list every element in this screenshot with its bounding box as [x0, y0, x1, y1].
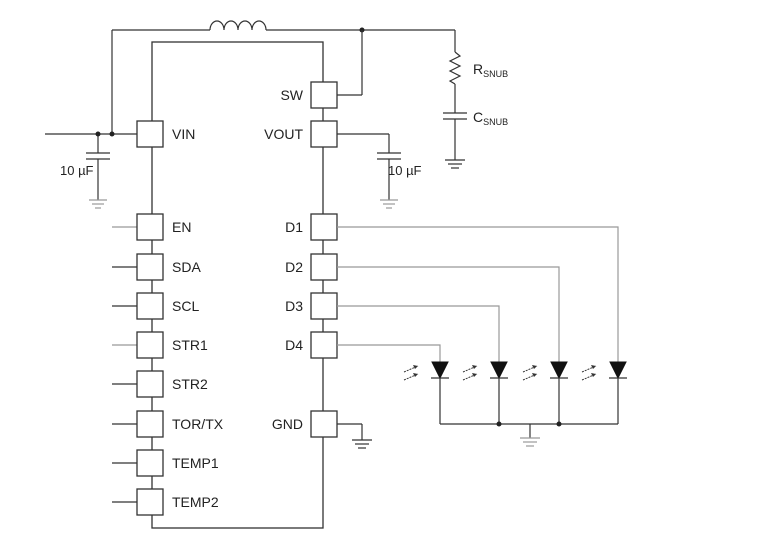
pin-label: TEMP1 — [172, 455, 219, 471]
pin-label: STR1 — [172, 337, 208, 353]
pin-gnd: GND — [272, 410, 338, 438]
pin-vout: VOUT — [264, 120, 338, 148]
pin-box — [136, 213, 164, 241]
pin-label: TOR/TX — [172, 416, 224, 432]
input-capacitor — [86, 152, 110, 200]
pin-str1: STR1 — [112, 331, 208, 359]
pin-box — [136, 292, 164, 320]
sw-wiring — [337, 30, 363, 96]
pin-box — [310, 410, 338, 438]
ground-icon — [380, 199, 398, 209]
junction-dot — [95, 131, 101, 137]
pin-d1: D1 — [285, 213, 338, 241]
junction-dot — [109, 131, 115, 137]
junction-dot — [496, 421, 502, 427]
pin-en: EN — [112, 213, 191, 241]
pin-box — [136, 253, 164, 281]
pin-sw: SW — [280, 81, 338, 109]
pin-label: D2 — [285, 259, 303, 275]
pin-box — [136, 410, 164, 438]
snubber-resistor-label: RSNUB — [473, 61, 508, 79]
pin-label: TEMP2 — [172, 494, 219, 510]
pin-label: SDA — [172, 259, 201, 275]
pin-label: STR2 — [172, 376, 208, 392]
led-icon — [462, 361, 508, 381]
pin-scl: SCL — [112, 292, 199, 320]
led-channel-wiring — [337, 226, 619, 362]
pin-d3: D3 — [285, 292, 338, 320]
pin-box — [136, 370, 164, 398]
pin-tor-tx: TOR/TX — [112, 410, 224, 438]
pin-box — [310, 292, 338, 320]
pin-label: EN — [172, 219, 191, 235]
pin-vin: VIN — [136, 120, 195, 148]
pin-box — [136, 488, 164, 516]
pin-temp1: TEMP1 — [112, 449, 219, 477]
pin-str2: STR2 — [112, 370, 208, 398]
pin-box — [310, 81, 338, 109]
pin-box — [136, 120, 164, 148]
vin-wiring — [45, 30, 137, 153]
led-icon — [522, 361, 568, 381]
pin-box — [310, 213, 338, 241]
pin-label: SCL — [172, 298, 199, 314]
pin-box — [136, 449, 164, 477]
pin-label: VIN — [172, 126, 195, 142]
inductor — [112, 20, 455, 31]
pin-label: SW — [280, 87, 303, 103]
snubber-capacitor-label: CSNUB — [473, 109, 508, 127]
pin-box — [136, 331, 164, 359]
snubber-resistor — [448, 30, 462, 113]
ic-body — [151, 41, 324, 529]
pin-label: D1 — [285, 219, 303, 235]
pin-temp2: TEMP2 — [112, 488, 219, 516]
snubber-capacitor — [443, 112, 467, 160]
pin-label: GND — [272, 416, 303, 432]
led-icon — [403, 361, 449, 381]
junction-dot — [556, 421, 562, 427]
pin-sda: SDA — [112, 253, 201, 281]
led-group — [403, 361, 627, 381]
led-ground-bus — [439, 378, 619, 447]
output-cap-label: 10 µF — [388, 163, 422, 178]
ground-icon — [89, 199, 107, 209]
vout-wiring — [337, 133, 401, 200]
pin-box — [310, 331, 338, 359]
pin-box — [310, 120, 338, 148]
led-icon — [581, 361, 627, 381]
ground-icon — [445, 159, 465, 169]
pin-label: D4 — [285, 337, 303, 353]
input-cap-label: 10 µF — [60, 163, 94, 178]
pin-label: D3 — [285, 298, 303, 314]
gnd-wiring — [337, 423, 372, 449]
pin-box — [310, 253, 338, 281]
pin-label: VOUT — [264, 126, 303, 142]
